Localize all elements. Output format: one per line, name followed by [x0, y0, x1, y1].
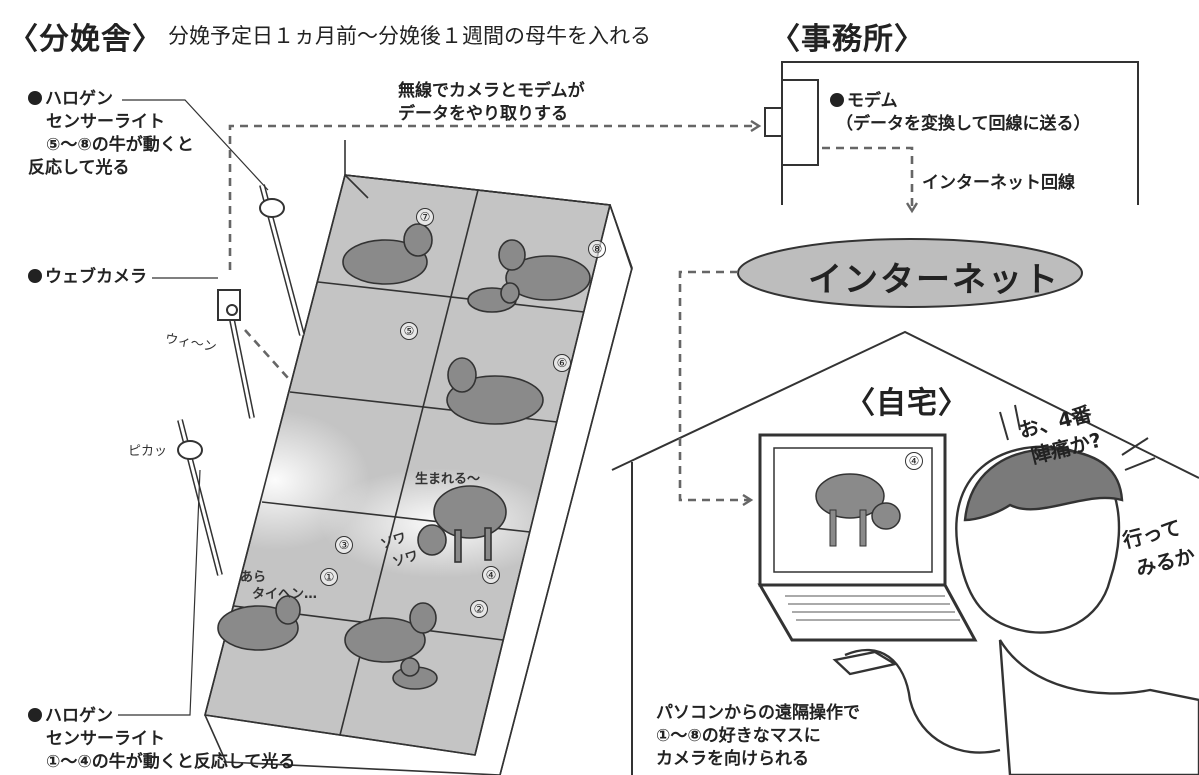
sensor-light-top-line2: センサーライト — [46, 111, 165, 132]
sensor-light-top-name: ハロゲン — [45, 89, 113, 109]
sensor-light-top-line3: ⑤〜⑧の牛が動くと — [46, 134, 194, 155]
pen-number-1: ① — [320, 568, 338, 586]
webcam-label-block: ウェブカメラ — [28, 266, 147, 289]
pen-number-6: ⑥ — [553, 354, 571, 372]
bullet-icon — [28, 708, 42, 722]
sensor-light-top-pole — [259, 184, 305, 336]
cow-speech-neighbor-2: タイヘン… — [252, 587, 318, 602]
remote-note-line2: ①〜⑧の好きなマスに — [656, 725, 821, 746]
leader-lines — [118, 99, 269, 716]
sensor-light-bottom-label: ハロゲン センサーライト ①〜④の牛が動くと反応して光る — [28, 705, 295, 774]
farmer — [832, 445, 1199, 775]
flash-sound: ピカッ — [128, 444, 168, 459]
webcam-label: ウェブカメラ — [45, 267, 147, 287]
sensor-light-top-line4: 反応して光る — [28, 157, 130, 178]
pen-number-8: ⑧ — [588, 240, 606, 258]
laptop — [757, 433, 978, 642]
wireless-note-line1: 無線でカメラとモデムが — [398, 81, 585, 101]
modem-description: （データを変換して回線に送る） — [836, 113, 1091, 134]
pen-number-7: ⑦ — [416, 208, 434, 226]
pen-number-4: ④ — [482, 566, 500, 584]
webcam-pole — [217, 289, 255, 419]
barn-section-description: 分娩予定日１ヵ月前〜分娩後１週間の母牛を入れる — [168, 24, 651, 48]
sensor-light-bottom-name: ハロゲン — [45, 706, 113, 726]
pen-number-3: ③ — [335, 536, 353, 554]
pen-number-2: ② — [470, 600, 488, 618]
remote-note-line3: カメラを向けられる — [656, 748, 809, 769]
wireless-note: 無線でカメラとモデムが データをやり取りする — [398, 80, 585, 126]
remote-control-note: パソコンからの遠隔操作で ①〜⑧の好きなマスに カメラを向けられる — [656, 702, 860, 771]
wireless-note-line2: データをやり取りする — [398, 103, 568, 124]
internet-line-label: インターネット回線 — [922, 173, 1075, 193]
barn-section-title: 〈分娩舎〉 — [8, 22, 163, 57]
modem-device — [764, 79, 819, 166]
sensor-light-bottom-line2: センサーライト — [46, 728, 165, 749]
modem-label: モデム — [847, 91, 898, 111]
screen-pen-number: ④ — [905, 452, 923, 470]
bullet-icon — [830, 93, 844, 107]
cows — [217, 223, 591, 690]
cow-speech-birth: 生まれる〜 — [415, 472, 481, 487]
bullet-icon — [28, 91, 42, 105]
home-section-title: 〈自宅〉 — [845, 386, 969, 421]
modem-label-block: モデム （データを変換して回線に送る） — [830, 90, 1091, 136]
pen-number-5: ⑤ — [400, 322, 418, 340]
bullet-icon — [28, 269, 42, 283]
cow-speech-neighbor-1: あら — [240, 570, 267, 585]
emphasis-marks — [999, 404, 1156, 471]
remote-note-line1: パソコンからの遠隔操作で — [656, 703, 860, 723]
barn-pens — [180, 140, 633, 775]
home-house — [611, 330, 1199, 775]
internet-label: インターネット — [808, 260, 1060, 300]
sensor-light-bottom-line3: ①〜④の牛が動くと反応して光る — [46, 751, 296, 772]
office-section-title: 〈事務所〉 — [770, 22, 925, 57]
sensor-light-bottom-pole — [177, 419, 223, 576]
sensor-light-top-label: ハロゲン センサーライト ⑤〜⑧の牛が動くと 反応して光る — [28, 88, 194, 180]
